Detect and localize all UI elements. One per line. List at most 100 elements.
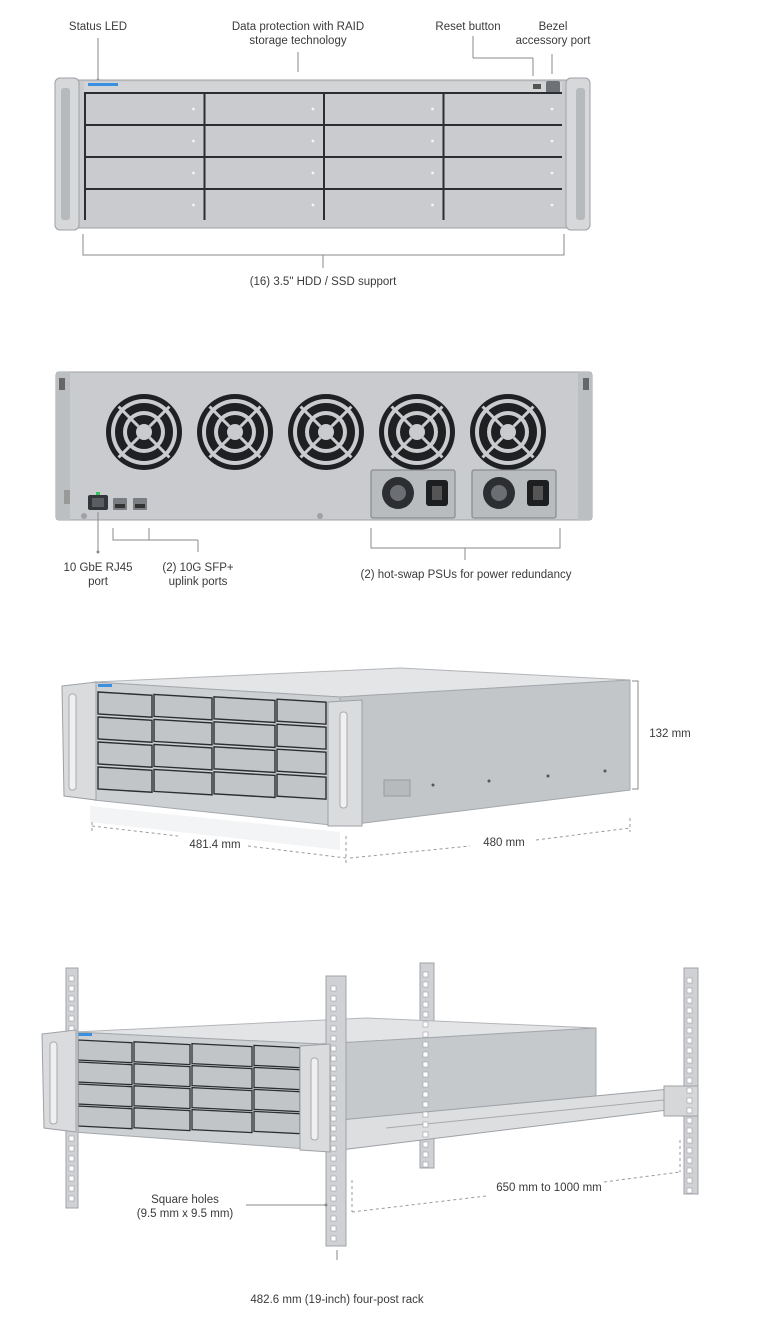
square-hole xyxy=(330,1235,337,1242)
square-hole xyxy=(686,1147,693,1154)
drive-bay xyxy=(133,1085,191,1110)
drive-bay xyxy=(77,1039,133,1064)
drive-bays-front xyxy=(86,94,562,220)
psu-1 xyxy=(370,469,456,519)
square-hole xyxy=(330,1075,337,1082)
drive-bay xyxy=(191,1064,253,1090)
square-hole xyxy=(68,1145,75,1152)
drive-bay[interactable] xyxy=(86,158,204,188)
square-hole xyxy=(686,1177,693,1184)
drive-bay[interactable] xyxy=(205,190,324,220)
drive-bay-led xyxy=(550,107,554,111)
square-hole xyxy=(330,1215,337,1222)
drive-bay xyxy=(191,1108,253,1134)
reset-button[interactable] xyxy=(533,84,541,89)
drive-bay-led xyxy=(431,139,434,143)
square-hole xyxy=(330,1025,337,1032)
width-label: 481.4 mm xyxy=(189,839,241,851)
drive-bay[interactable] xyxy=(444,190,563,220)
drive-bay xyxy=(133,1041,191,1066)
square-hole xyxy=(422,1021,429,1028)
square-hole xyxy=(68,1185,75,1192)
square-hole xyxy=(330,1015,337,1022)
square-hole xyxy=(422,971,429,978)
bezel-port-label-line1: Bezel xyxy=(538,21,568,33)
drive-bay[interactable] xyxy=(205,126,324,156)
square-hole xyxy=(686,1097,693,1104)
drive-bay xyxy=(133,1063,191,1088)
drive-bay[interactable] xyxy=(325,94,443,124)
square-hole xyxy=(422,1161,429,1168)
drive-support-label: (16) 3.5" HDD / SSD support xyxy=(249,276,397,288)
square-hole xyxy=(422,1061,429,1068)
front-view-figure xyxy=(54,36,591,268)
drive-bay-led xyxy=(550,171,554,175)
drive-bay xyxy=(77,1105,133,1130)
square-hole xyxy=(68,1175,75,1182)
drive-bay[interactable] xyxy=(444,94,563,124)
drive-bay[interactable] xyxy=(325,190,443,220)
square-hole xyxy=(330,985,337,992)
drive-bay[interactable] xyxy=(325,158,443,188)
drive-bay-led xyxy=(550,203,554,207)
drive-bay xyxy=(153,768,213,796)
square-hole xyxy=(686,1037,693,1044)
square-hole xyxy=(330,1055,337,1062)
square-hole xyxy=(422,1051,429,1058)
square-hole xyxy=(686,1077,693,1084)
raid-label-line2: storage technology xyxy=(249,35,347,47)
drive-bay-led xyxy=(192,171,195,175)
square-hole xyxy=(68,985,75,992)
square-hole xyxy=(68,975,75,982)
raid-label-line1: Data protection with RAID xyxy=(231,21,365,33)
drive-bay[interactable] xyxy=(325,126,443,156)
drive-bay[interactable] xyxy=(444,158,563,188)
square-hole xyxy=(422,1001,429,1008)
square-hole xyxy=(686,1167,693,1174)
drive-bay xyxy=(97,741,153,768)
square-hole xyxy=(686,1057,693,1064)
drive-bay[interactable] xyxy=(86,126,204,156)
drive-bay xyxy=(213,721,276,749)
sfp-label-line2: uplink ports xyxy=(168,576,228,588)
square-hole xyxy=(68,1015,75,1022)
square-hole xyxy=(330,995,337,1002)
drive-bay[interactable] xyxy=(86,190,204,220)
drive-bay xyxy=(77,1083,133,1108)
square-hole xyxy=(330,1155,337,1162)
sfp-label-line1: (2) 10G SFP+ xyxy=(162,562,234,574)
square-hole xyxy=(422,1131,429,1138)
square-hole xyxy=(422,1141,429,1148)
square-hole xyxy=(422,1091,429,1098)
square-hole xyxy=(330,1085,337,1092)
square-hole xyxy=(422,1111,429,1118)
square-hole xyxy=(686,1017,693,1024)
drive-bay-led xyxy=(192,107,195,111)
square-hole xyxy=(422,1101,429,1108)
square-hole xyxy=(422,1031,429,1038)
drive-bay[interactable] xyxy=(86,94,204,124)
drive-bay xyxy=(153,693,213,721)
square-hole xyxy=(422,1071,429,1078)
drive-bays-rack xyxy=(77,1039,301,1135)
square-hole xyxy=(68,1165,75,1172)
square-holes-label: Square holes (9.5 mm x 9.5 mm) xyxy=(130,1193,240,1221)
bezel-port-label-line2: accessory port xyxy=(515,35,591,47)
square-hole xyxy=(330,1045,337,1052)
status-led-label: Status LED xyxy=(68,21,128,33)
drive-bay[interactable] xyxy=(444,126,563,156)
square-hole xyxy=(330,1185,337,1192)
rj45-label-line1: 10 GbE RJ45 xyxy=(63,562,133,574)
drive-bay[interactable] xyxy=(205,94,324,124)
drive-bay xyxy=(276,773,327,800)
square-hole xyxy=(422,1041,429,1048)
psu-label: (2) hot-swap PSUs for power redundancy xyxy=(360,569,572,581)
square-hole xyxy=(330,1125,337,1132)
rack-view-figure xyxy=(41,962,699,1260)
square-hole xyxy=(330,1175,337,1182)
drive-bay[interactable] xyxy=(205,158,324,188)
drive-bay xyxy=(253,1066,301,1091)
square-hole xyxy=(686,977,693,984)
drive-bay xyxy=(77,1061,133,1086)
square-hole xyxy=(330,1165,337,1172)
